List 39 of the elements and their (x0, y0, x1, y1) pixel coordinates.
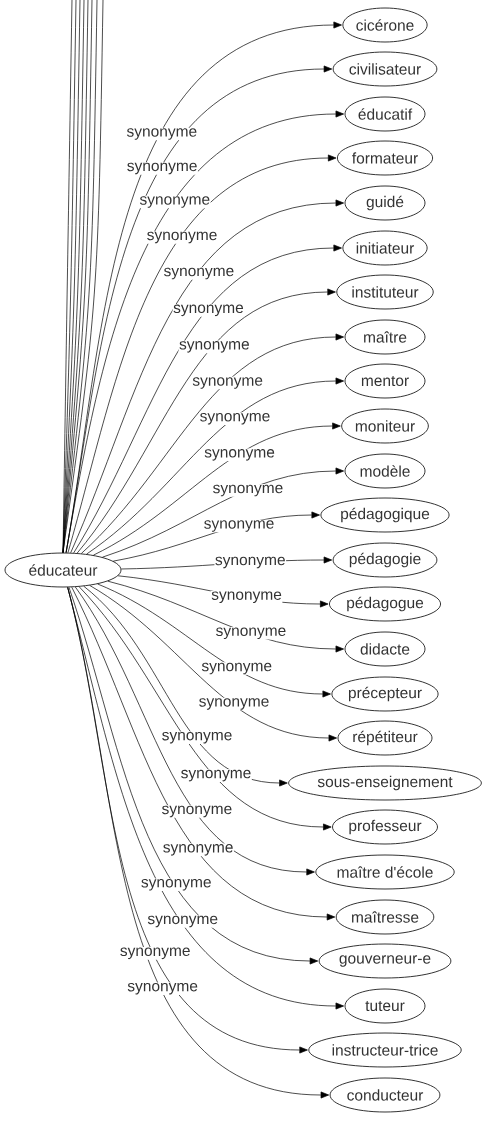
arrow (67, 587, 330, 1099)
arrow (71, 586, 336, 921)
edge-label: synonyme (214, 556, 287, 569)
arrow (86, 377, 344, 555)
arrow (78, 586, 332, 831)
edge-label: synonyme (161, 731, 233, 744)
edge-label: synonyme (126, 162, 198, 175)
arrow (102, 467, 344, 558)
edge-label: synonyme (191, 376, 264, 390)
arrow (107, 580, 344, 653)
edge-label: synonyme (162, 843, 234, 857)
edge-label: synonyme (200, 662, 273, 675)
arrow (68, 586, 319, 965)
arrow (76, 288, 336, 554)
edge-label: synonyme (126, 127, 198, 141)
edge-label: synonyme (172, 304, 245, 317)
edge-label: synonyme (139, 195, 211, 209)
edge-label: synonyme (146, 231, 218, 244)
edge-label: synonyme (203, 519, 275, 533)
edge-label: synonyme (210, 590, 283, 604)
edge-label: synonyme (180, 769, 252, 782)
edge-label: synonyme (199, 412, 271, 426)
edge-label: synonyme (126, 982, 199, 995)
arrow (81, 333, 344, 554)
edge-label: synonyme (140, 878, 213, 892)
edge-label: synonyme (215, 627, 287, 640)
edge-label: synonyme (178, 340, 251, 354)
arrow (93, 422, 341, 556)
edge-label: synonyme (198, 697, 270, 711)
arrow (83, 585, 288, 787)
edge-label: synonyme (146, 915, 219, 928)
arrow (97, 583, 331, 698)
edge-label: synonyme (119, 947, 191, 960)
edge-label: synonyme (163, 267, 235, 280)
edge-label: synonyme (203, 448, 276, 462)
edge-label: synonyme (161, 805, 233, 818)
arrow (89, 585, 337, 742)
arrow (75, 586, 315, 876)
edge-label: synonyme (212, 484, 284, 497)
